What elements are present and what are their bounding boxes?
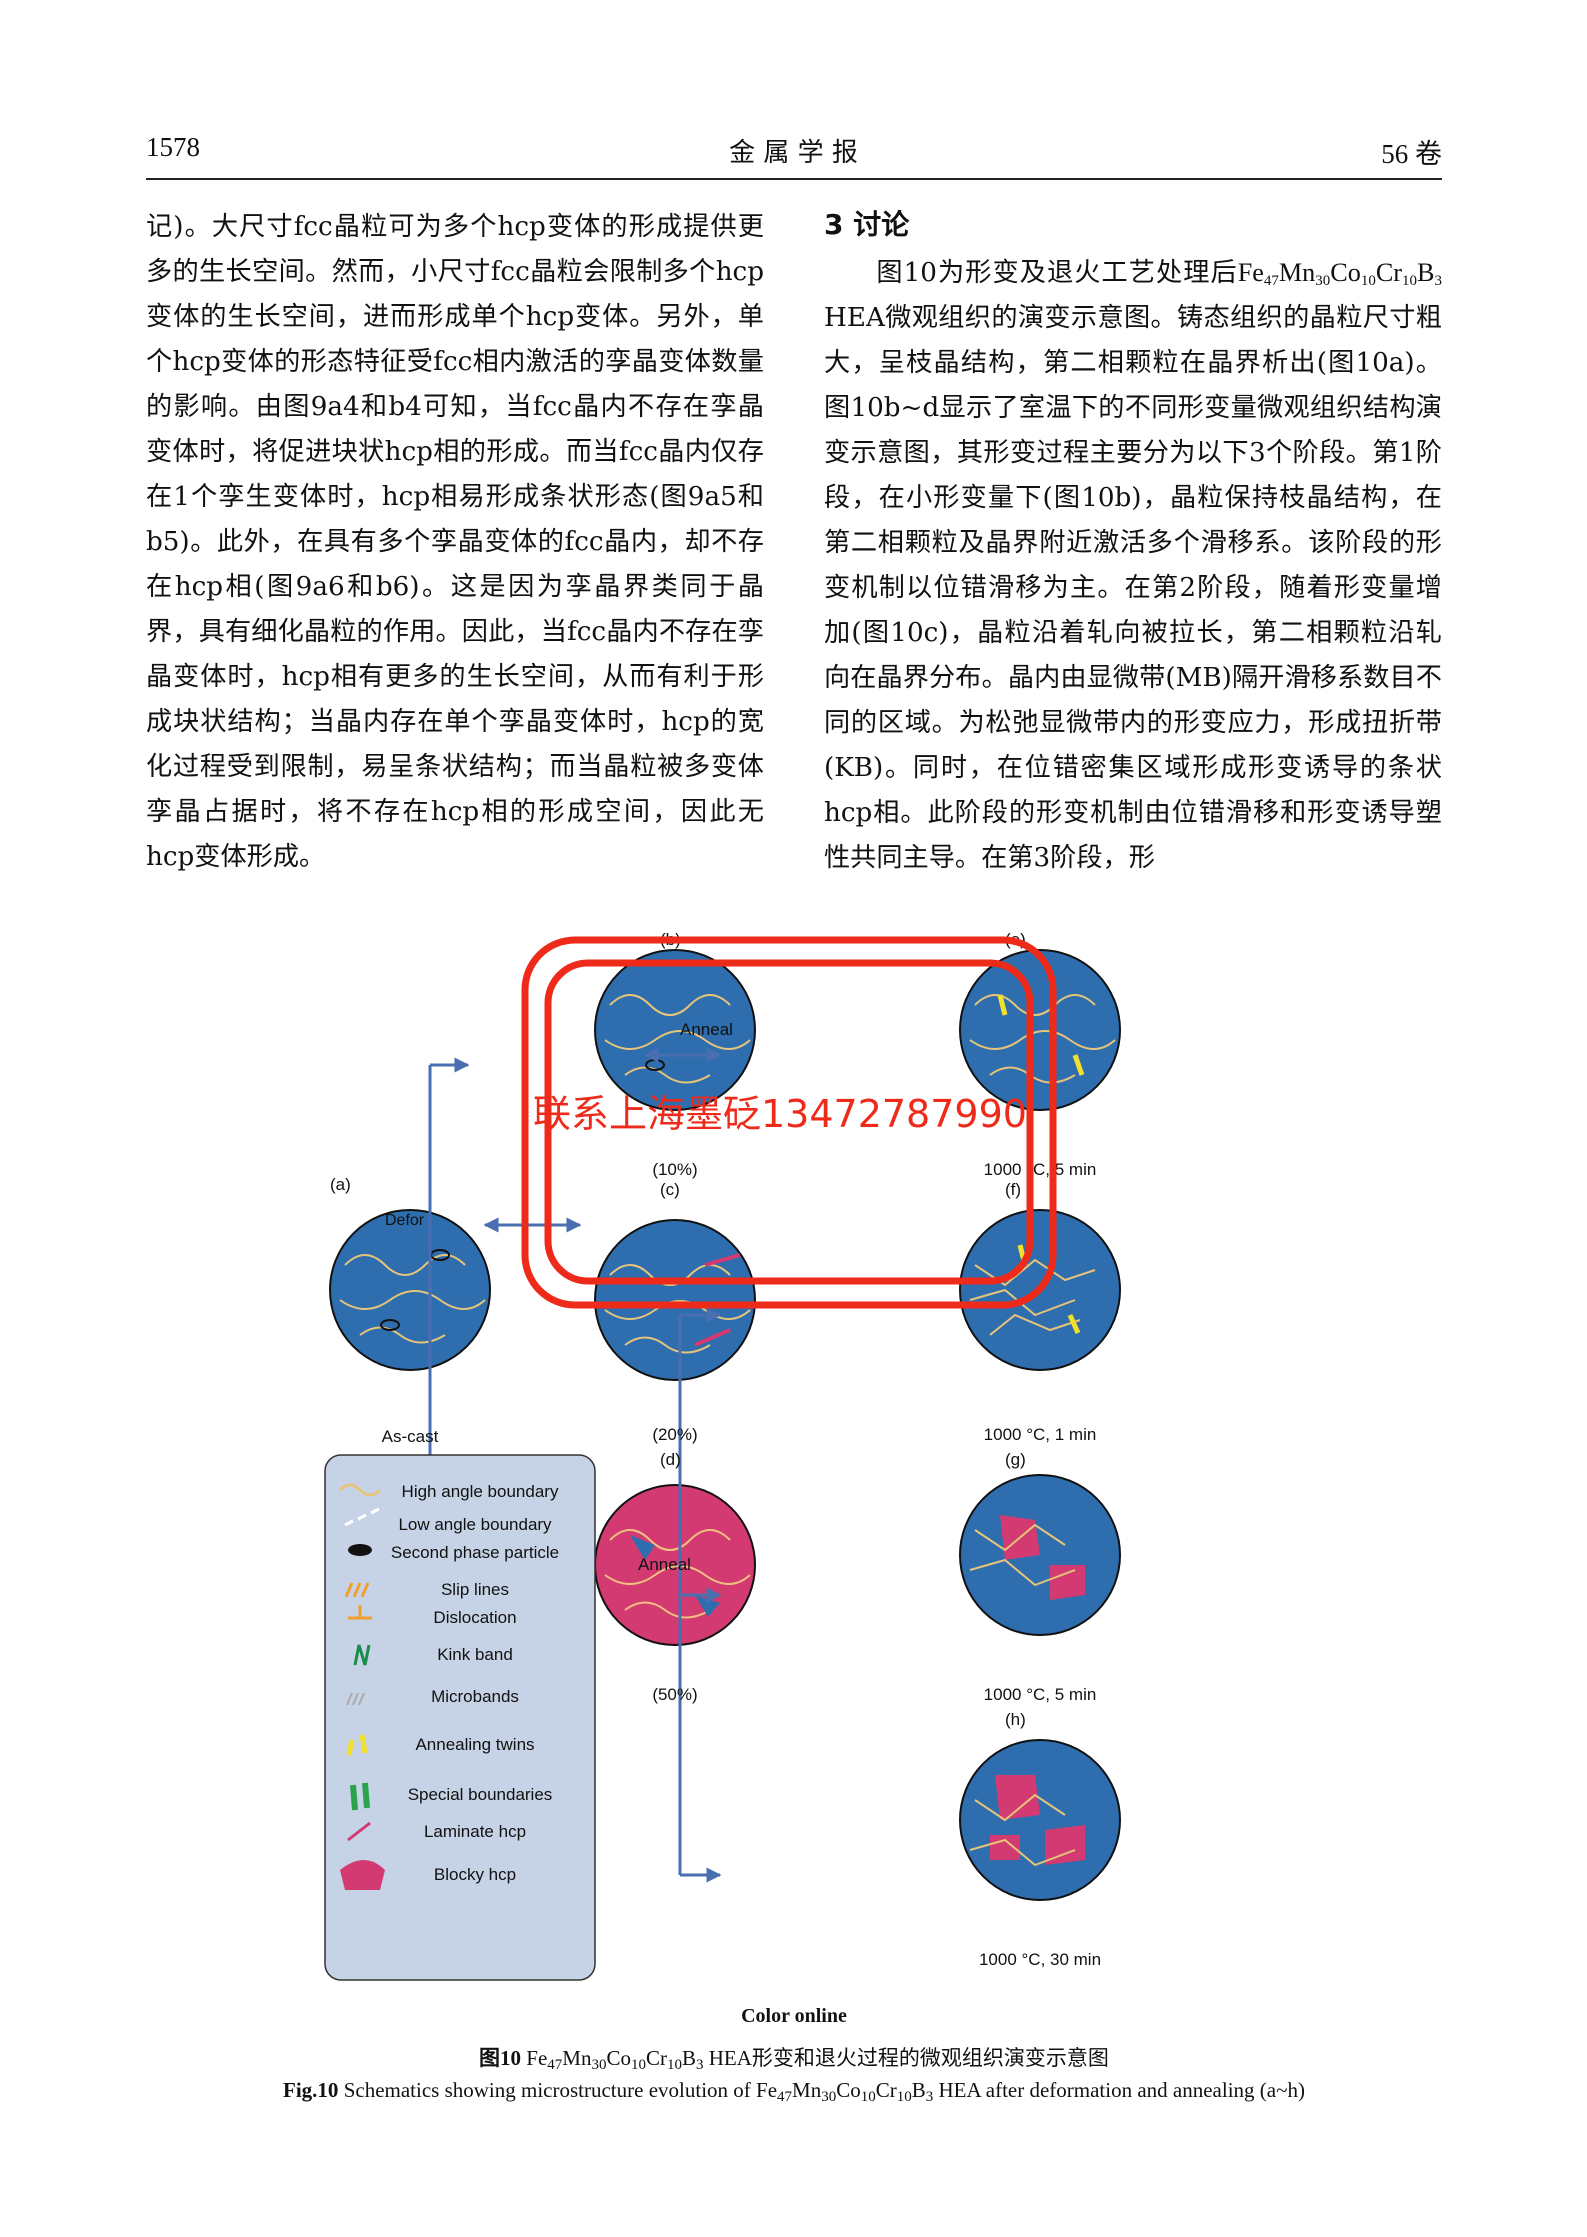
- legend: [324, 1454, 596, 1981]
- label-b: (10%): [652, 1160, 697, 1179]
- anneal-label-top: Anneal: [680, 1020, 733, 1039]
- legend-item: High angle boundary: [402, 1482, 559, 1501]
- label-g: 1000 °C, 5 min: [984, 1685, 1097, 1704]
- deform-label: Defor: [385, 1212, 425, 1229]
- left-column: 记)。大尺寸fcc晶粒可为多个hcp变体的形成提供更多的生长空间。然而，小尺寸f…: [146, 205, 764, 880]
- panel-g-circle: [959, 1474, 1121, 1636]
- label-d: (50%): [652, 1685, 697, 1704]
- label-f: 1000 °C, 1 min: [984, 1425, 1097, 1444]
- legend-item: Special boundaries: [408, 1785, 553, 1804]
- caption-en: Fig.10 Schematics showing microstructure…: [283, 2078, 1305, 2105]
- label-c: (20%): [652, 1425, 697, 1444]
- anneal-label-mid: Anneal: [638, 1555, 691, 1574]
- legend-item: Annealing twins: [415, 1735, 534, 1754]
- right-column: 3 讨论 图10为形变及退火工艺处理后Fe47Mn30Co10Cr10B3 HE…: [824, 200, 1442, 881]
- legend-item: Slip lines: [441, 1580, 509, 1599]
- volume: 56 卷: [1381, 139, 1442, 169]
- watermark-stamp: 联系上海墨砭13472787990: [521, 936, 1057, 1309]
- header-rule: [146, 178, 1442, 180]
- page-number: 1578: [146, 132, 200, 162]
- label-e: 1000 °C, 5 min: [984, 1160, 1097, 1179]
- panel-a-circle: [329, 1209, 491, 1371]
- legend-item: Microbands: [431, 1687, 519, 1706]
- paragraph: 记)。大尺寸fcc晶粒可为多个hcp变体的形成提供更多的生长空间。然而，小尺寸f…: [146, 212, 764, 872]
- legend-item: Blocky hcp: [434, 1865, 516, 1884]
- caption-cn: 图10 Fe47Mn30Co10Cr10B3 HEA形变和退火过程的微观组织演变…: [479, 2046, 1109, 2073]
- panel-label-a: (a): [330, 1175, 351, 1194]
- label-h: 1000 °C, 30 min: [979, 1950, 1101, 1969]
- svg-text:联系上海墨砭13472787990: 联系上海墨砭13472787990: [533, 1092, 1027, 1136]
- panel-label-f: (f): [1005, 1180, 1021, 1199]
- panel-label-c: (c): [660, 1180, 680, 1199]
- legend-item: Low angle boundary: [398, 1515, 552, 1534]
- panel-h-circle: [959, 1739, 1121, 1901]
- section-title: 3 讨论: [824, 208, 910, 241]
- panel-e-circle: [959, 949, 1121, 1111]
- color-online: Color online: [741, 2005, 847, 2027]
- panel-label-h: (h): [1005, 1710, 1026, 1729]
- paragraph: 图10为形变及退火工艺处理后Fe47Mn30Co10Cr10B3 HEA微观组织…: [824, 258, 1442, 873]
- legend-item: Dislocation: [433, 1608, 516, 1627]
- panel-c-circle: [594, 1219, 756, 1381]
- figure-10: Anneal Anneal Defor (a) (b) (c) (d) (e) …: [324, 930, 1121, 1981]
- legend-item: Second phase particle: [391, 1543, 559, 1562]
- panel-label-d: (d): [660, 1450, 681, 1469]
- alloy-formula: Fe47Mn30Co10Cr10B3: [1237, 258, 1442, 289]
- legend-item: Laminate hcp: [424, 1822, 526, 1841]
- panel-label-g: (g): [1005, 1450, 1026, 1469]
- label-as-cast: As-cast: [382, 1427, 439, 1446]
- legend-item: Kink band: [437, 1645, 513, 1664]
- journal-title: 金 属 学 报: [729, 138, 858, 168]
